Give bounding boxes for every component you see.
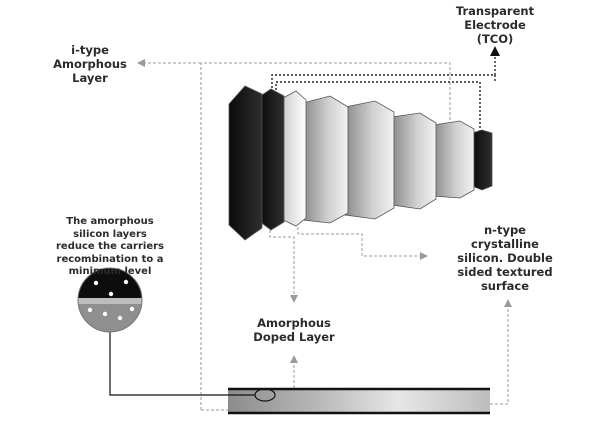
doped-lower-arrowhead xyxy=(290,355,298,363)
doped-connector xyxy=(269,225,295,296)
doped-arrowhead xyxy=(290,295,298,303)
n-type-lower-arrowhead xyxy=(504,299,512,307)
grey-layer-2 xyxy=(344,100,395,220)
tco-connector xyxy=(271,53,496,132)
tco-line-inner xyxy=(275,81,481,132)
layer-stack xyxy=(228,85,493,241)
tco-arrowhead xyxy=(490,46,500,56)
n-type-label: n-type crystalline silicon. Double sided… xyxy=(457,223,553,293)
light-grey-layer xyxy=(282,90,307,227)
grey-arrowheads xyxy=(137,59,512,363)
n-type-arrowhead xyxy=(420,252,428,260)
grey-layer-4 xyxy=(432,120,475,199)
n-type-connector xyxy=(297,222,422,257)
second-dark-layer xyxy=(258,88,285,231)
magnified-circle-outline xyxy=(77,267,143,333)
magnify-leader xyxy=(109,332,255,396)
strip-body xyxy=(228,390,490,412)
i-type-label: i-type Amorphous Layer xyxy=(53,43,127,85)
front-dark-layer xyxy=(228,85,263,241)
i-type-arrowhead xyxy=(137,59,145,67)
amorphous-note-label: The amorphous silicon layers reduce the … xyxy=(56,216,164,277)
tco-label: Transparent Electrode (TCO) xyxy=(455,4,535,46)
back-dark-layer xyxy=(471,129,493,191)
cross-section-strip xyxy=(228,387,490,415)
i-type-connector xyxy=(200,62,451,410)
doped-layer-label: Amorphous Doped Layer xyxy=(253,316,335,344)
connector-lines xyxy=(143,62,509,411)
n-type-lower-connector xyxy=(490,306,509,405)
tco-line-outer xyxy=(271,53,496,96)
grey-layer-3 xyxy=(391,112,437,210)
grey-layer-1 xyxy=(302,95,349,224)
